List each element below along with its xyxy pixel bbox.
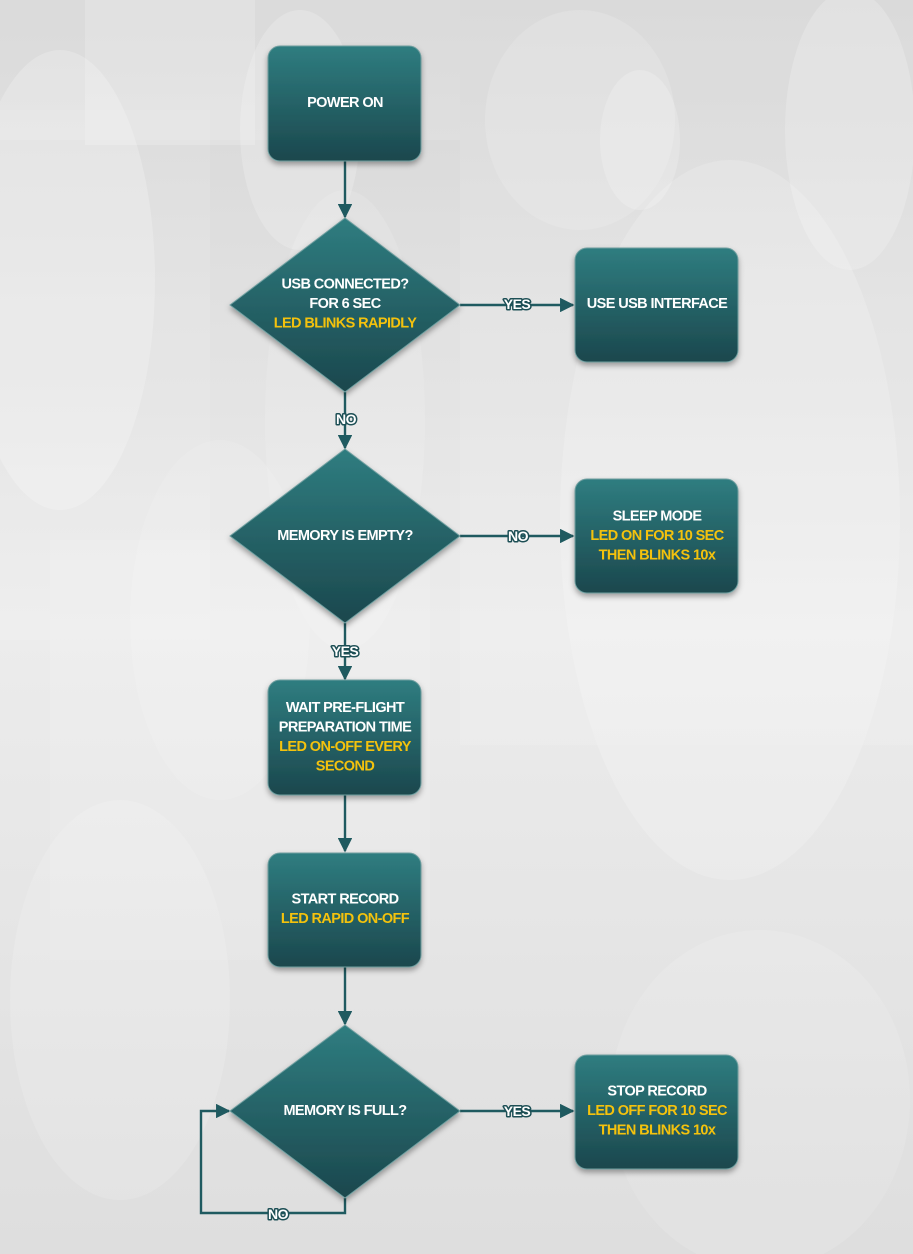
- edge-label-usb-no: NO: [336, 411, 357, 427]
- svg-text:MEMORY IS FULL?: MEMORY IS FULL?: [283, 1103, 407, 1119]
- node-start-record: START RECORD LED RAPID ON-OFF: [267, 852, 422, 968]
- node-use-usb-interface: USE USB INTERFACE: [574, 247, 739, 363]
- node-memory-full: MEMORY IS FULL?: [229, 1024, 461, 1199]
- sleep-mode-line-1: SLEEP MODE: [613, 509, 703, 525]
- stop-record-line-1: STOP RECORD: [607, 1084, 706, 1100]
- usb-connected-line-1: USB CONNECTED?: [282, 277, 410, 293]
- edge-label-empty-yes: YES: [332, 643, 359, 659]
- node-power-on: POWER ON: [267, 45, 422, 162]
- edge-label-full-yes: YES: [504, 1103, 531, 1119]
- svg-text:USE USB INTERFACE: USE USB INTERFACE: [587, 296, 728, 312]
- edge-label-empty-no: NO: [508, 528, 529, 544]
- usb-connected-line-2: FOR 6 SEC: [309, 296, 381, 312]
- edge-label-full-no: NO: [268, 1206, 289, 1222]
- svg-text:POWER ON: POWER ON: [307, 95, 383, 111]
- node-wait-preflight: WAIT PRE-FLIGHT PREPARATION TIME LED ON-OF…: [267, 679, 422, 796]
- node-sleep-mode: SLEEP MODE LED ON FOR 10 SEC THEN BLINKS 1…: [574, 478, 739, 594]
- node-stop-record: STOP RECORD LED OFF FOR 10 SEC THEN BLINKS…: [574, 1054, 739, 1170]
- memory-empty-line-1: MEMORY IS EMPTY?: [277, 528, 413, 544]
- start-record-line-2: LED RAPID ON-OFF: [281, 911, 410, 927]
- edge-label-usb-yes: YES: [504, 296, 531, 312]
- wait-preflight-line-3: LED ON-OFF EVERY: [279, 739, 412, 755]
- use-usb-interface-line-1: USE USB INTERFACE: [587, 296, 728, 312]
- node-usb-connected: USB CONNECTED? FOR 6 SEC LED BLINKS RAPIDL…: [229, 217, 461, 393]
- usb-connected-line-3: LED BLINKS RAPIDLY: [274, 316, 417, 332]
- nodes: POWER ON USB CONNECTED? FOR 6 SEC LED BLIN…: [229, 45, 739, 1199]
- sleep-mode-line-2: LED ON FOR 10 SEC: [590, 528, 724, 544]
- sleep-mode-line-3: THEN BLINKS 10x: [599, 548, 716, 564]
- stop-record-line-3: THEN BLINKS 10x: [599, 1123, 716, 1139]
- svg-text:MEMORY IS EMPTY?: MEMORY IS EMPTY?: [277, 528, 413, 544]
- edge-labels: YES NO NO YES YES NO: [267, 295, 533, 1224]
- wait-preflight-line-1: WAIT PRE-FLIGHT: [286, 700, 405, 716]
- start-record-line-1: START RECORD: [292, 891, 399, 907]
- wait-preflight-line-4: SECOND: [316, 758, 375, 774]
- wait-preflight-line-2: PREPARATION TIME: [279, 719, 412, 735]
- edge-full-no-loop: [199, 1103, 347, 1215]
- node-memory-empty: MEMORY IS EMPTY?: [229, 448, 461, 624]
- connectors: [199, 160, 575, 1215]
- stop-record-line-2: LED OFF FOR 10 SEC: [587, 1103, 728, 1119]
- memory-full-line-1: MEMORY IS FULL?: [283, 1103, 407, 1119]
- power-on-line-1: POWER ON: [307, 95, 383, 111]
